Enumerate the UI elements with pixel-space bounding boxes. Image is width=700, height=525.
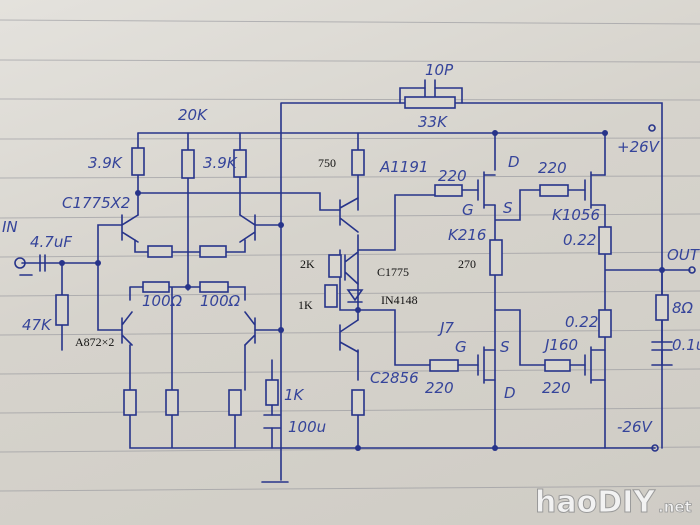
label-r-mid: 20K (178, 106, 208, 124)
watermark-main: haoDIY (535, 485, 656, 520)
label-r-100-left: 100Ω (142, 292, 183, 310)
label-mos-j7: J7 (437, 319, 454, 337)
label-q-c1775: C1775 (377, 265, 409, 279)
label-r-022-bot: 0.22 (565, 313, 598, 331)
label-top-s: S (503, 199, 513, 217)
label-out: OUT (667, 246, 700, 264)
label-r-750: 750 (318, 156, 336, 170)
label-input: IN (2, 218, 18, 236)
label-fb-cap: 10P (425, 61, 454, 79)
label-top-g: G (462, 201, 474, 219)
label-diode: IN4148 (381, 293, 418, 307)
label-top-d: D (508, 153, 520, 171)
label-gate-r3: 220 (425, 379, 454, 397)
label-fb-res: 33K (418, 113, 448, 131)
label-gate-r4: 220 (542, 379, 571, 397)
label-mos-j160: J160 (542, 336, 578, 354)
component-labels: IN 4.7uF 47K C1775X2 A872×2 3.9K 20K 3.9… (2, 61, 700, 436)
label-current-mirror: A872×2 (75, 335, 114, 349)
label-r-left: 3.9K (88, 154, 123, 172)
label-cap-100u: 100u (288, 418, 326, 436)
label-q-a1191: A1191 (379, 158, 428, 176)
label-gate-r2: 220 (538, 159, 567, 177)
watermark: haoDIY .net (535, 485, 693, 521)
wires (21, 87, 691, 481)
label-mos-k1056: K1056 (552, 206, 600, 224)
label-input-cap: 4.7uF (30, 233, 72, 251)
label-load-c: 0.1u (672, 336, 700, 354)
label-vneg: -26V (617, 418, 653, 436)
label-r-right: 3.9K (203, 154, 238, 172)
label-input-res: 47K (22, 316, 52, 334)
label-bot-d: D (504, 384, 516, 402)
watermark-suffix: .net (658, 498, 692, 516)
label-vpos: +26V (617, 138, 661, 156)
label-bot-g: G (455, 338, 467, 356)
paper-rules (0, 19, 700, 492)
junctions (59, 124, 696, 452)
label-r-2k: 2K (300, 257, 315, 271)
label-r-022-top: 0.22 (563, 231, 596, 249)
transistors (14, 171, 606, 384)
label-load-r: 8Ω (672, 299, 694, 317)
label-r-270: 270 (458, 257, 476, 271)
label-gate-r1: 220 (438, 167, 467, 185)
label-diff-pair: C1775X2 (62, 194, 130, 212)
label-pot-1k: 1K (298, 298, 313, 312)
label-r-100-right: 100Ω (200, 292, 241, 310)
label-r-1k: 1K (284, 386, 305, 404)
resistors (55, 96, 669, 416)
label-bot-s: S (500, 338, 510, 356)
label-mos-k216: K216 (448, 226, 486, 244)
label-q-c2856: C2856 (370, 369, 419, 387)
capacitors (39, 79, 673, 483)
